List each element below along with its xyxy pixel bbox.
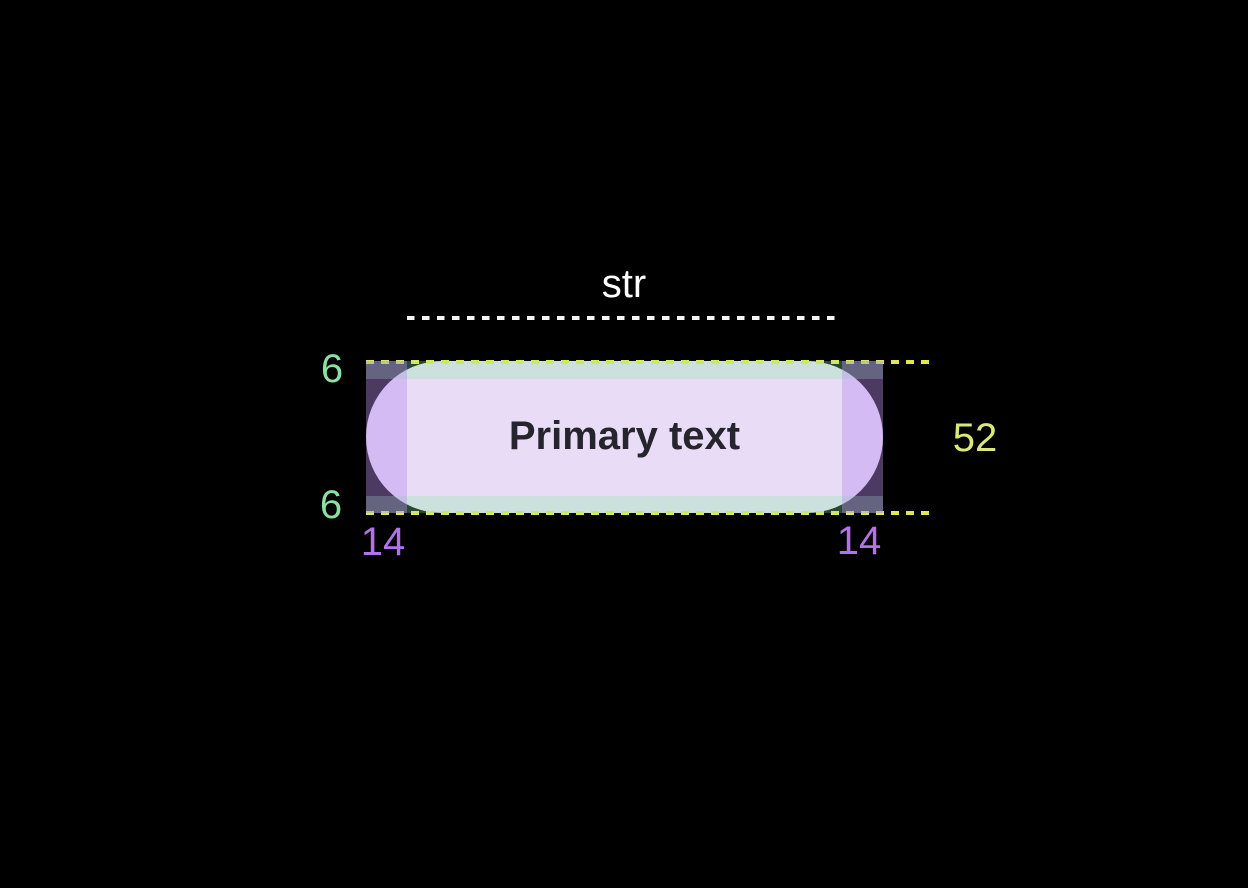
string-width-label: str (601, 262, 647, 306)
padding-right-label: 14 (836, 519, 882, 563)
button-spec-frame: Primary text str 6 6 14 14 52 (320, 264, 997, 562)
padding-top-label: 6 (320, 347, 344, 391)
string-width-dotted-line (407, 315, 840, 320)
padding-bottom-label: 6 (319, 483, 343, 527)
padding-left-label: 14 (360, 520, 406, 564)
padding-left-overlay (366, 361, 407, 513)
primary-button[interactable]: Primary text (366, 361, 883, 513)
height-guide-bottom-dashed-line (366, 511, 930, 515)
height-label: 52 (952, 416, 998, 460)
padding-bottom-overlay (366, 495, 883, 513)
padding-top-overlay (366, 361, 883, 379)
padding-right-overlay (842, 361, 883, 513)
height-guide-top-dashed-line (366, 359, 930, 364)
primary-button-label: Primary text (508, 413, 741, 458)
